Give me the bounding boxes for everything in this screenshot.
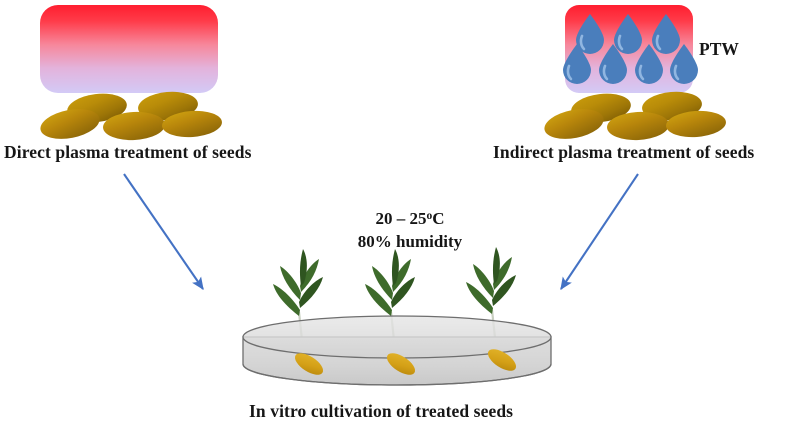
arrow-right-to-dish [560, 173, 639, 291]
seed [607, 111, 669, 141]
leaf [391, 249, 399, 286]
caption-indirect-treatment: Indirect plasma treatment of seeds [493, 142, 755, 162]
temperature-line: 20 – 25oC [335, 208, 485, 231]
left-panel-graphics [40, 5, 222, 141]
droplet-group [563, 14, 698, 84]
leaf [392, 259, 411, 292]
leaf [372, 266, 393, 300]
leaf [299, 249, 307, 286]
water-drop-icon [576, 14, 604, 54]
germinating-seed [487, 349, 517, 371]
dish-top-surface [242, 315, 552, 359]
water-drop-icon [670, 44, 698, 84]
leaf [466, 282, 493, 314]
water-drop-icon [614, 14, 642, 54]
leaf [391, 277, 415, 308]
leaf [492, 275, 516, 306]
degree-symbol: o [426, 210, 433, 222]
temperature-scale: C [432, 209, 445, 228]
caption-in-vitro-cultivation: In vitro cultivation of treated seeds [249, 401, 514, 421]
seed [666, 110, 726, 138]
leaf [473, 264, 494, 298]
leaf [365, 284, 392, 316]
leaf [493, 257, 512, 290]
seed-group-left [40, 91, 222, 141]
arrow-left-to-dish [123, 173, 204, 291]
leaf [280, 266, 301, 300]
water-drop-icon [635, 44, 663, 84]
right-panel-graphics [544, 5, 726, 141]
caption-direct-treatment: Direct plasma treatment of seeds [4, 142, 252, 162]
water-drop-icon [599, 44, 627, 84]
leaf [299, 277, 323, 308]
environment-conditions: 20 – 25oC 80% humidity [335, 208, 485, 254]
seed [544, 109, 604, 139]
seed [40, 109, 100, 139]
seedling [466, 247, 516, 369]
water-drop-icon [652, 14, 680, 54]
seed [103, 111, 165, 141]
germinating-seed [294, 353, 324, 375]
seed-group-right [544, 91, 726, 141]
leaf [492, 247, 500, 284]
water-drop-icon [563, 44, 591, 84]
petri-dish-group [242, 247, 552, 386]
humidity-line: 80% humidity [357, 231, 463, 251]
ptw-label: PTW [699, 39, 739, 59]
dish-bottom-edge [242, 363, 552, 386]
temperature-value: 20 – 25 [375, 209, 427, 228]
germinating-seed [386, 353, 416, 375]
seed [162, 110, 222, 138]
arrow-group [123, 173, 639, 291]
plasma-box-left [40, 5, 218, 93]
leaf [300, 259, 319, 292]
leaf [273, 284, 300, 316]
